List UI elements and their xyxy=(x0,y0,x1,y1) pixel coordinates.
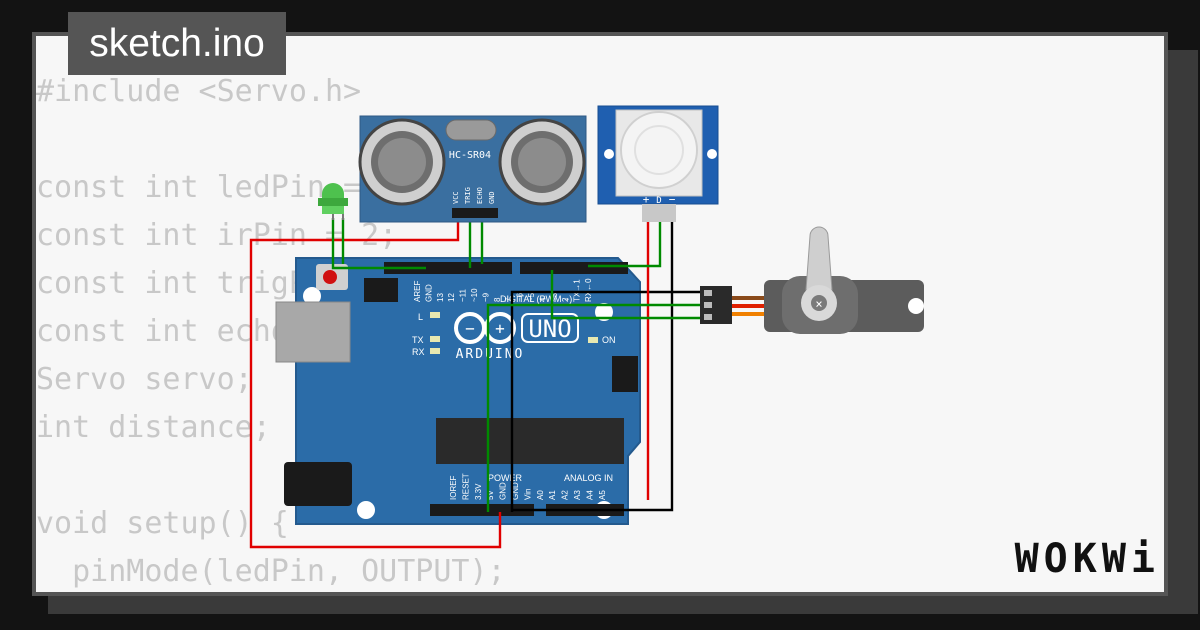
l-led xyxy=(430,312,440,318)
pin-label: A4 xyxy=(585,490,594,500)
atmega-chip xyxy=(436,418,624,464)
pin-label: ~9 xyxy=(481,292,490,302)
digital-header-right[interactable] xyxy=(520,262,628,274)
analog-header-label: ANALOG IN xyxy=(564,473,613,483)
svg-text:×: × xyxy=(815,297,822,311)
transducer-left xyxy=(358,118,446,206)
arduino-uno-board[interactable]: − + UNO ARDUINO DIGITAL (PWM ~) POWER AN… xyxy=(275,257,641,525)
pin-label: A1 xyxy=(548,490,557,500)
usb-port xyxy=(275,301,351,363)
l-label: L xyxy=(418,312,423,322)
code-line: void setup() { xyxy=(36,506,289,541)
pin-label: Vin xyxy=(523,489,532,500)
pin-label: TX→1 xyxy=(573,279,582,302)
power-jack xyxy=(284,462,352,506)
mount-hole xyxy=(357,501,375,519)
sensor-model: HC-SR04 xyxy=(449,150,491,161)
pin-gnd-label: GND xyxy=(488,191,496,204)
pin-label: ~3 xyxy=(550,292,559,302)
icsp-header xyxy=(364,278,398,302)
icsp-header xyxy=(612,356,638,392)
pin-label: GND xyxy=(499,482,508,500)
pin-label: 4 xyxy=(538,297,547,302)
on-label: ON xyxy=(602,335,616,345)
pir-d-label: D xyxy=(656,196,661,206)
wire-servo-signal-green xyxy=(550,270,700,320)
pin-label: 3.3V xyxy=(474,483,483,500)
code-line: #include <Servo.h> xyxy=(36,74,362,109)
wire-led-green xyxy=(331,218,426,270)
pin-label: 7 xyxy=(504,297,513,302)
pin-label: 2 xyxy=(561,297,570,302)
sensor-pin-header[interactable] xyxy=(452,208,498,218)
transducer-right xyxy=(498,118,586,206)
digital-header-left[interactable] xyxy=(384,262,512,274)
pin-label: A0 xyxy=(536,490,545,500)
pin-label: RX←0 xyxy=(584,278,593,302)
wire-5v-red xyxy=(249,220,502,549)
pir-pins[interactable] xyxy=(642,204,676,222)
pin-label: GND xyxy=(424,284,433,302)
pin-label: A5 xyxy=(598,490,607,500)
mount-hole xyxy=(707,149,717,159)
svg-text:−: − xyxy=(465,319,475,338)
reset-button-cap[interactable] xyxy=(323,270,337,284)
pin-label: GND xyxy=(511,482,520,500)
wokwi-logo: WOKWi xyxy=(1014,536,1160,582)
board-brand: ARDUINO xyxy=(456,347,525,362)
mount-hole xyxy=(595,303,613,321)
hc-sr04-ultrasonic-sensor[interactable]: HC-SR04 VCC TRIG ECHO GND xyxy=(358,115,587,223)
wire-pir-signal-green xyxy=(588,222,662,268)
pin-label: A2 xyxy=(561,490,570,500)
wire-gnd-black xyxy=(510,290,700,512)
sensor-pin-labels: VCC TRIG ECHO GND xyxy=(452,187,496,204)
pin-label: ~11 xyxy=(459,288,468,302)
pir-minus-label: − xyxy=(669,193,676,206)
arduino-logo-icon: − + xyxy=(454,312,516,344)
rx-label: RX xyxy=(412,347,425,357)
pin-label: 13 xyxy=(436,293,445,302)
tx-label: TX xyxy=(412,335,424,345)
servo-horn[interactable] xyxy=(805,226,833,291)
board-model: UNO xyxy=(528,315,571,343)
pin-label: A3 xyxy=(573,490,582,500)
code-line: pinMode(ledPin, OUTPUT); xyxy=(36,554,506,589)
code-line: int distance; xyxy=(36,410,271,445)
servo-motor[interactable]: × xyxy=(700,226,924,334)
pin-label: RESET xyxy=(461,473,470,500)
pin-echo-label: ECHO xyxy=(476,187,484,204)
code-line: const int irPin = 2; xyxy=(36,218,398,253)
code-listing: #include <Servo.h>const int ledPin = 13;… xyxy=(36,68,506,596)
pin-label: 5V xyxy=(486,490,495,500)
mount-hole xyxy=(604,149,614,159)
wires xyxy=(249,218,700,549)
pin-label: 8 xyxy=(493,297,502,302)
pin-vcc-label: VCC xyxy=(452,191,460,204)
on-led xyxy=(588,337,598,343)
pin-label: 12 xyxy=(447,293,456,302)
svg-text:+: + xyxy=(495,319,505,338)
code-line: Servo servo; xyxy=(36,362,253,397)
pin-label: IOREF xyxy=(449,475,458,500)
power-header-label: POWER xyxy=(488,473,523,483)
pin-label: AREF xyxy=(413,281,422,302)
digital-header-label: DIGITAL (PWM ~) xyxy=(500,294,572,304)
rx-led xyxy=(430,348,440,354)
pir-motion-sensor[interactable]: + D − xyxy=(597,105,719,222)
green-led[interactable] xyxy=(318,183,348,220)
pin-label: ~10 xyxy=(470,288,479,302)
wire-servo-power-green xyxy=(486,303,700,512)
sketch-tab[interactable]: sketch.ino xyxy=(68,12,286,75)
tx-led xyxy=(430,336,440,342)
fresnel-lens xyxy=(620,111,698,189)
power-header[interactable] xyxy=(430,504,534,516)
pin-label: ~6 xyxy=(516,292,525,302)
pin-trig-label: TRIG xyxy=(464,187,472,204)
pin-label: ~5 xyxy=(527,292,536,302)
pir-plus-label: + xyxy=(643,193,650,206)
mount-hole xyxy=(303,287,321,305)
